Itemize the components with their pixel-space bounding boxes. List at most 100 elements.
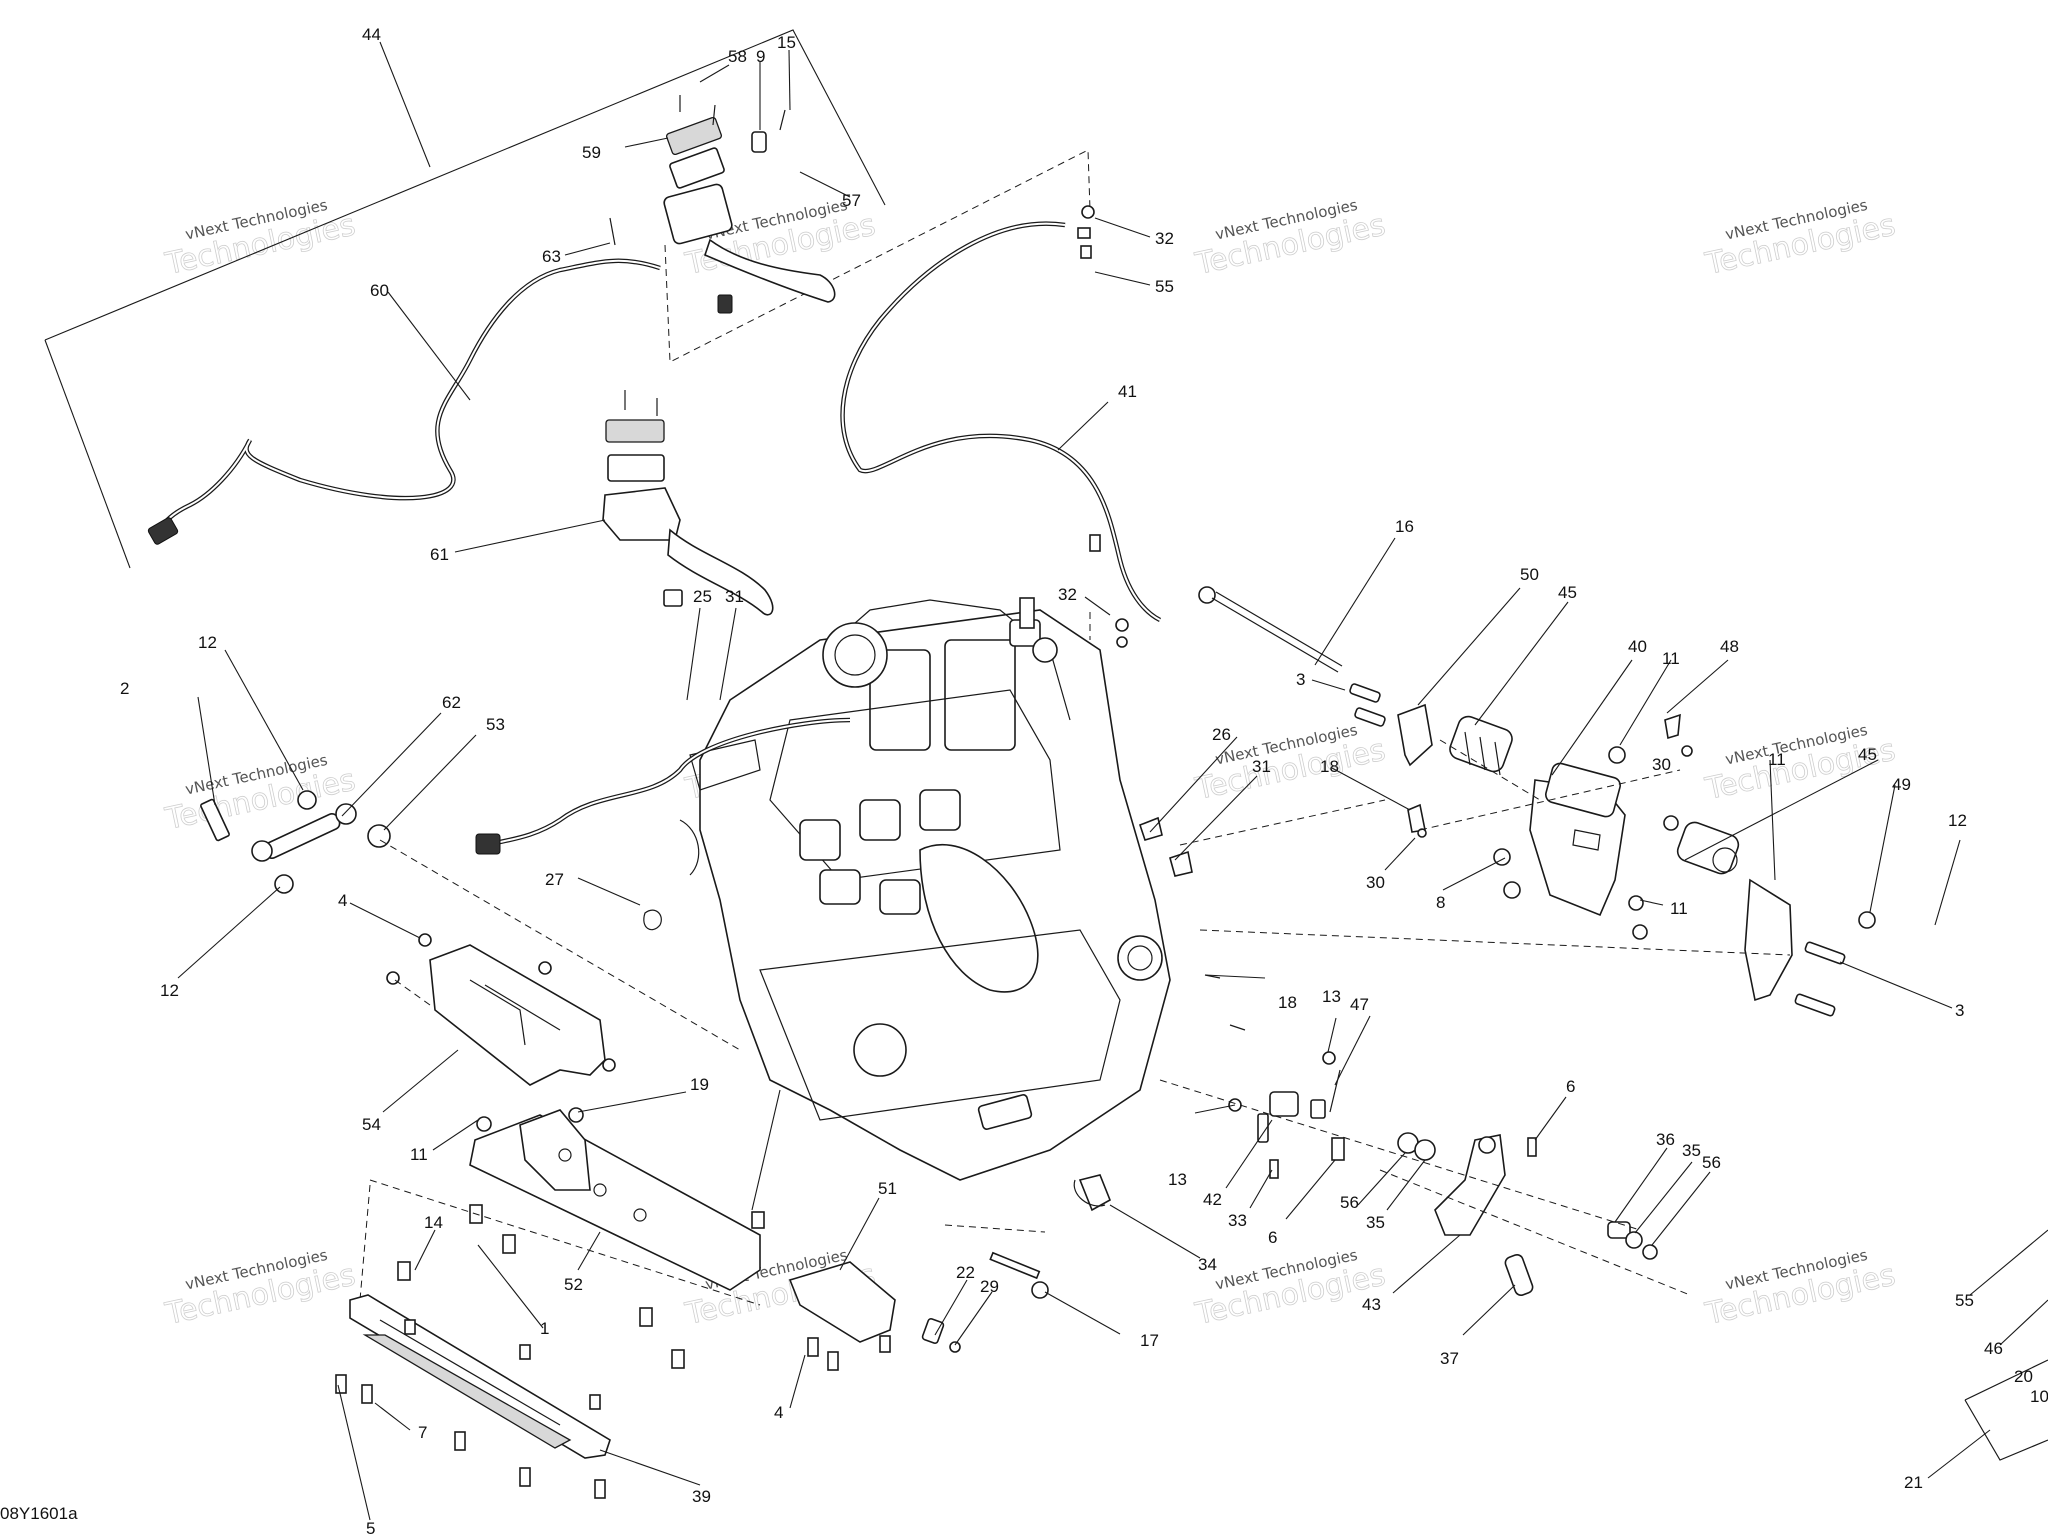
callout-35: 35 xyxy=(1366,1213,1385,1232)
callout-18: 18 xyxy=(1278,993,1297,1012)
engine-assembly xyxy=(475,597,1171,1181)
callout-39: 39 xyxy=(692,1487,711,1506)
callout-47: 47 xyxy=(1350,995,1369,1014)
callout-54: 54 xyxy=(362,1115,381,1134)
callout-9: 9 xyxy=(756,47,765,66)
callout-labels: 44 58 9 15 59 57 63 60 32 55 41 61 25 31… xyxy=(120,25,2048,1536)
left-mount-parts xyxy=(200,790,741,1051)
callout-27: 27 xyxy=(545,870,564,889)
callout-19: 19 xyxy=(690,1075,709,1094)
callout-41: 41 xyxy=(1118,382,1137,401)
callout-43: 43 xyxy=(1362,1295,1381,1314)
callout-32: 32 xyxy=(1155,229,1174,248)
callout-11: 11 xyxy=(1662,649,1680,668)
callout-12: 12 xyxy=(160,981,179,1000)
heat-shield xyxy=(386,933,616,1086)
callout-10: 10 xyxy=(2030,1387,2048,1406)
callout-60: 60 xyxy=(370,281,389,300)
callout-25: 25 xyxy=(693,587,712,606)
callout-45: 45 xyxy=(1858,745,1877,764)
callout-55: 55 xyxy=(1955,1291,1974,1310)
callout-11: 11 xyxy=(1768,750,1786,769)
skid-plate xyxy=(335,1261,611,1499)
callout-8: 8 xyxy=(1436,893,1445,912)
callout-61: 61 xyxy=(430,545,449,564)
right-edge-bracket xyxy=(1964,1229,2048,1461)
callout-62: 62 xyxy=(442,693,461,712)
callout-20: 20 xyxy=(2014,1367,2033,1386)
callout-31: 31 xyxy=(1252,757,1271,776)
callout-11: 11 xyxy=(410,1145,428,1164)
callout-45: 45 xyxy=(1558,583,1577,602)
callout-36: 36 xyxy=(1656,1130,1675,1149)
callout-17: 17 xyxy=(1140,1331,1159,1350)
callout-3: 3 xyxy=(1955,1001,1964,1020)
callout-42: 42 xyxy=(1203,1190,1222,1209)
callout-48: 48 xyxy=(1720,637,1739,656)
callout-26: 26 xyxy=(1212,725,1231,744)
callout-16: 16 xyxy=(1395,517,1414,536)
callout-14: 14 xyxy=(424,1213,443,1232)
callout-40: 40 xyxy=(1628,637,1647,656)
callout-34: 34 xyxy=(1198,1255,1217,1274)
callout-44: 44 xyxy=(362,25,381,44)
lower-master-cylinder xyxy=(602,390,774,616)
callout-13: 13 xyxy=(1168,1170,1187,1189)
callout-15: 15 xyxy=(777,33,796,52)
callout-57: 57 xyxy=(842,191,861,210)
callout-63: 63 xyxy=(542,247,561,266)
callout-22: 22 xyxy=(956,1263,975,1282)
callout-55: 55 xyxy=(1155,277,1174,296)
callout-35: 35 xyxy=(1682,1141,1701,1160)
right-mount-assembly xyxy=(1089,586,1876,1017)
callout-59: 59 xyxy=(582,143,601,162)
callout-46: 46 xyxy=(1984,1339,2003,1358)
callout-30: 30 xyxy=(1652,755,1671,774)
callout-50: 50 xyxy=(1520,565,1539,584)
lower-center-parts xyxy=(788,1174,1112,1371)
callout-6: 6 xyxy=(1268,1228,1277,1247)
callout-12: 12 xyxy=(1948,811,1967,830)
callout-6: 6 xyxy=(1566,1077,1575,1096)
callout-52: 52 xyxy=(564,1275,583,1294)
callout-13: 13 xyxy=(1322,987,1341,1006)
callout-51: 51 xyxy=(878,1179,897,1198)
callout-32: 32 xyxy=(1058,585,1077,604)
callout-30: 30 xyxy=(1366,873,1385,892)
callout-33: 33 xyxy=(1228,1211,1247,1230)
callout-7: 7 xyxy=(418,1423,427,1442)
leader-lines xyxy=(177,49,1991,1521)
callout-58: 58 xyxy=(728,47,747,66)
callout-3: 3 xyxy=(1296,670,1305,689)
callout-5: 5 xyxy=(366,1519,375,1536)
callout-4: 4 xyxy=(774,1403,783,1422)
callout-49: 49 xyxy=(1892,775,1911,794)
diagram-code: 08Y1601a xyxy=(0,1504,78,1523)
callout-29: 29 xyxy=(980,1277,999,1296)
callout-56: 56 xyxy=(1340,1193,1359,1212)
callout-11: 11 xyxy=(1670,899,1688,918)
callout-1: 1 xyxy=(540,1319,549,1338)
upper-master-cylinder xyxy=(609,95,836,314)
callout-56: 56 xyxy=(1702,1153,1721,1172)
callout-4: 4 xyxy=(338,891,347,910)
callout-12: 12 xyxy=(198,633,217,652)
brake-hose xyxy=(840,205,1162,648)
callout-18: 18 xyxy=(1320,757,1339,776)
center-right-parts xyxy=(1159,974,1691,1296)
callout-2: 2 xyxy=(120,679,129,698)
callout-21: 21 xyxy=(1904,1473,1923,1492)
callout-31: 31 xyxy=(725,587,744,606)
engine-mount-bracket xyxy=(359,1107,765,1369)
callout-53: 53 xyxy=(486,715,505,734)
hydraulic-hose xyxy=(147,258,661,545)
handlebar-kit-bracket xyxy=(44,29,1091,569)
callout-37: 37 xyxy=(1440,1349,1459,1368)
